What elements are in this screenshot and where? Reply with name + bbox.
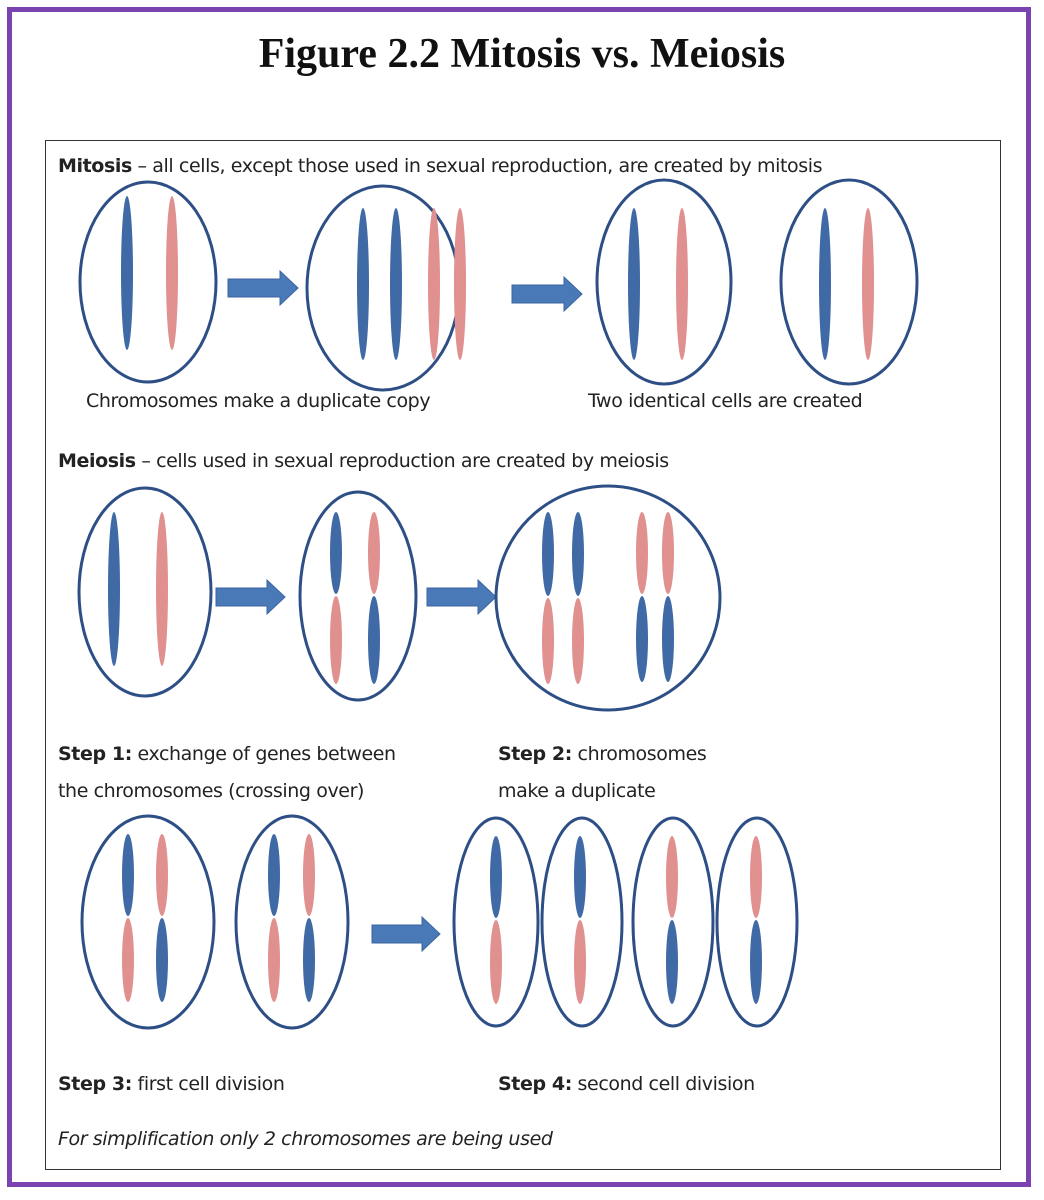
chromosome	[666, 836, 678, 918]
arrow-icon	[215, 578, 286, 616]
step3-text: first cell division	[137, 1073, 285, 1095]
step1-line1: Step 1: exchange of genes between	[58, 743, 396, 765]
chromosome	[666, 920, 678, 1004]
chromosome	[862, 208, 874, 360]
step1-text: exchange of genes between	[137, 743, 397, 765]
footnote: For simplification only 2 chromosomes ar…	[58, 1128, 553, 1150]
chromosome	[303, 918, 315, 1002]
cell-membrane	[78, 180, 218, 384]
chromosome	[108, 512, 120, 666]
step2-line2: make a duplicate	[498, 780, 656, 802]
step2-text: chromosomes	[577, 743, 707, 765]
chromosome	[676, 208, 688, 360]
step3-label: Step 3:	[58, 1073, 132, 1095]
step1-label: Step 1:	[58, 743, 132, 765]
step4-caption: Step 4: second cell division	[498, 1073, 755, 1095]
chromosome	[574, 836, 586, 918]
step4-text: second cell division	[577, 1073, 756, 1095]
chromosome	[121, 196, 133, 350]
chromosome	[156, 512, 168, 666]
cell-membrane	[540, 816, 624, 1028]
arrow-icon	[227, 269, 299, 307]
chromosome	[122, 834, 134, 916]
cell-membrane	[80, 814, 216, 1030]
chromosome	[268, 834, 280, 916]
cell-membrane	[298, 490, 418, 702]
chromosome	[368, 512, 380, 594]
step1-line2: the chromosomes (crossing over)	[58, 780, 364, 802]
chromosome	[122, 918, 134, 1002]
arrow-icon	[511, 275, 583, 313]
meiosis-intro: Meiosis – cells used in sexual reproduct…	[58, 450, 669, 472]
chromosome	[428, 208, 440, 360]
chromosome	[454, 208, 466, 360]
cell-membrane	[234, 814, 350, 1030]
chromosome	[750, 836, 762, 918]
chromosome	[636, 512, 648, 594]
chromosome	[662, 512, 674, 594]
chromosome	[542, 512, 554, 596]
chromosome	[636, 596, 648, 682]
chromosome	[490, 836, 502, 918]
arrow-icon	[426, 578, 497, 616]
step3-caption: Step 3: first cell division	[58, 1073, 285, 1095]
meiosis-heading: Meiosis	[58, 450, 136, 472]
chromosome	[574, 920, 586, 1004]
step2-label: Step 2:	[498, 743, 572, 765]
chromosome	[750, 920, 762, 1004]
chromosome	[490, 920, 502, 1004]
step4-label: Step 4:	[498, 1073, 572, 1095]
mitosis-heading: Mitosis	[58, 155, 132, 177]
chromosome	[572, 512, 584, 596]
mitosis-description: – all cells, except those used in sexual…	[137, 155, 823, 177]
chromosome	[268, 918, 280, 1002]
chromosome	[628, 208, 640, 360]
chromosome	[662, 596, 674, 682]
mitosis-caption-duplicate: Chromosomes make a duplicate copy	[86, 390, 431, 412]
chromosome	[330, 512, 342, 594]
figure-title: Figure 2.2 Mitosis vs. Meiosis	[258, 31, 786, 77]
chromosome	[330, 596, 342, 684]
mitosis-caption-identical: Two identical cells are created	[588, 390, 863, 412]
chromosome	[303, 834, 315, 916]
chromosome	[390, 208, 402, 360]
cell-membrane	[77, 486, 213, 698]
chromosome	[156, 834, 168, 916]
diagram-panel	[45, 140, 1001, 1170]
chromosome	[166, 196, 178, 350]
chromosome	[542, 598, 554, 684]
chromosome	[572, 598, 584, 684]
mitosis-intro: Mitosis – all cells, except those used i…	[58, 155, 823, 177]
arrow-icon	[371, 915, 441, 953]
cell-membrane	[779, 178, 919, 386]
chromosome	[819, 208, 831, 360]
step2-line1: Step 2: chromosomes	[498, 743, 707, 765]
chromosome	[357, 208, 369, 360]
chromosome	[368, 596, 380, 684]
chromosome	[156, 918, 168, 1002]
cell-membrane	[595, 178, 733, 386]
cell-membrane	[494, 484, 722, 712]
meiosis-description: – cells used in sexual reproduction are …	[141, 450, 669, 472]
